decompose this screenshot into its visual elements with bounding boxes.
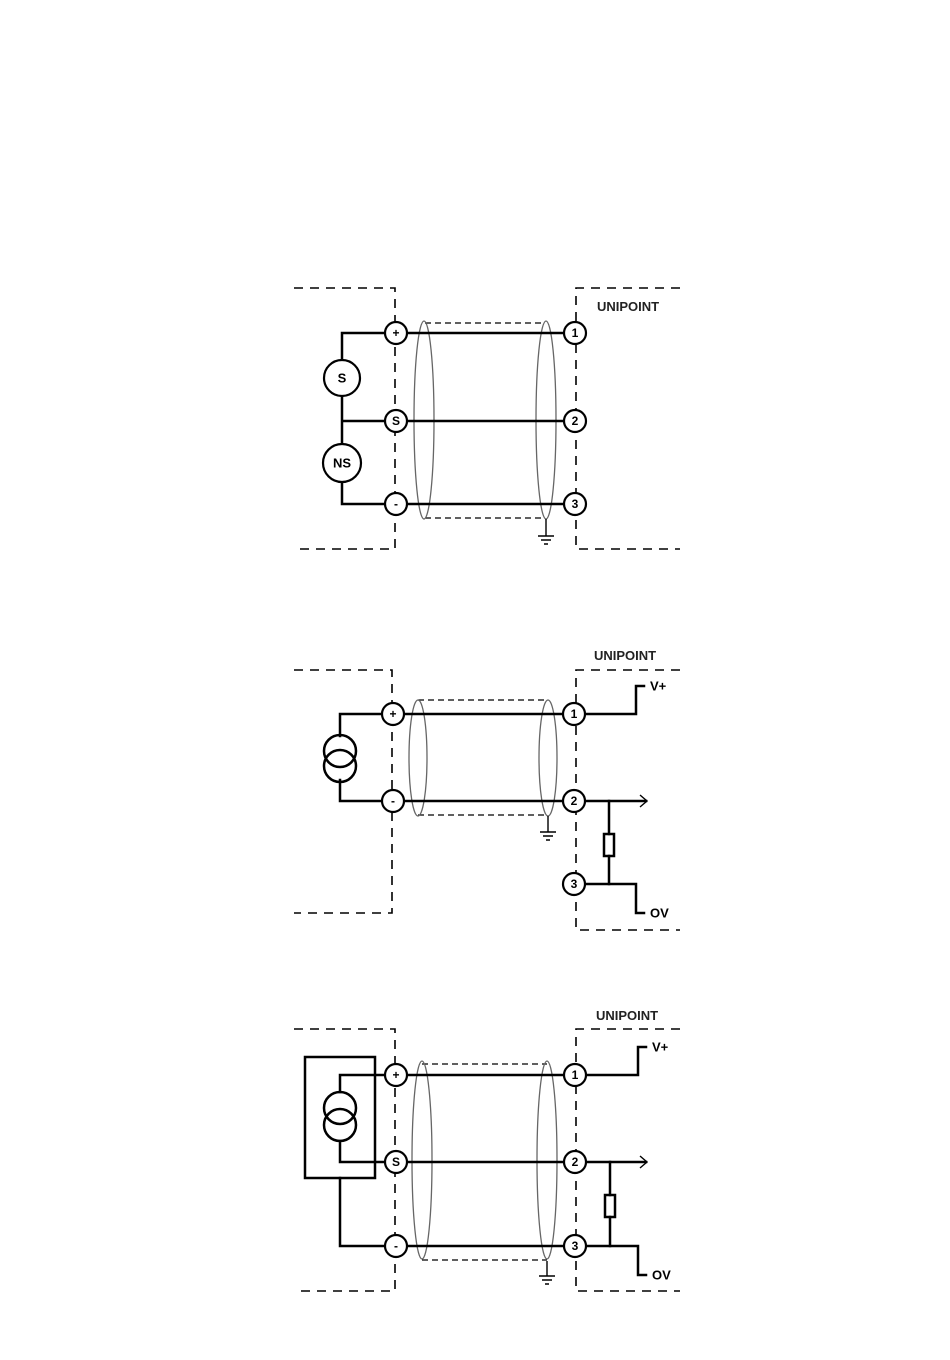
unipoint-terminal-2-label-1: 2 [572,414,579,428]
unipoint-label-3: UNIPOINT [596,1008,658,1023]
zero-volt-wiring-3 [586,1246,646,1275]
diagram-1: UNIPOINT S NS + S - 1 2 3 [294,288,680,549]
ground-icon [538,519,554,544]
shield-ring-left-2 [409,700,427,816]
zero-volt-wiring-2 [586,884,644,913]
unipoint-terminal-2-label-2: 2 [571,794,578,808]
source-enclosure-2 [294,670,392,913]
ground-icon [539,1261,555,1284]
unipoint-terminal-3-label-1: 3 [572,497,579,511]
diagram-2: UNIPOINT + - V+ OV 1 2 3 [294,648,680,930]
source-wiring-2 [340,714,382,801]
source-terminal-plus-label-1: + [392,326,399,340]
shield-ring-right-2 [539,700,557,816]
unipoint-enclosure-3 [576,1029,680,1291]
vplus-label-3: V+ [652,1040,669,1055]
unipoint-enclosure-1 [576,288,680,549]
shield-ring-right-3 [537,1061,557,1259]
sensor-s-label: S [338,371,347,386]
sensor-ns-label: NS [333,456,351,471]
source-terminal-minus-label-2: - [391,794,395,808]
zero-volt-label-2: OV [650,906,669,921]
vplus-wiring-3 [586,1047,646,1075]
unipoint-terminal-1-label-2: 1 [571,707,578,721]
source-terminal-minus-label-3: - [394,1239,398,1253]
source-terminal-plus-label-2: + [389,707,396,721]
source-enclosure-3 [294,1029,395,1291]
unipoint-label-1: UNIPOINT [597,299,659,314]
source-terminal-minus-label-1: - [394,497,398,511]
resistor-icon [604,834,614,856]
unipoint-label-2: UNIPOINT [594,648,656,663]
unipoint-terminal-3-label-3: 3 [572,1239,579,1253]
diagram-3: UNIPOINT + S - V+ OV 1 2 3 [294,1008,680,1291]
unipoint-terminal-3-label-2: 3 [571,877,578,891]
source-wiring-3 [340,1075,384,1246]
unipoint-terminal-1-label-1: 1 [572,326,579,340]
resistor-icon [605,1195,615,1217]
shield-ring-left-3 [412,1061,432,1259]
cable-shield-2 [418,700,548,815]
unipoint-terminal-2-label-3: 2 [572,1155,579,1169]
source-terminal-s-label-3: S [392,1155,400,1169]
source-terminal-s-label-1: S [392,414,400,428]
source-enclosure-1 [294,288,395,549]
unipoint-terminal-1-label-3: 1 [572,1068,579,1082]
vplus-label-2: V+ [650,679,667,694]
vplus-wiring-2 [586,686,644,714]
ground-icon [540,816,556,840]
zero-volt-label-3: OV [652,1268,671,1283]
source-terminal-plus-label-3: + [392,1068,399,1082]
